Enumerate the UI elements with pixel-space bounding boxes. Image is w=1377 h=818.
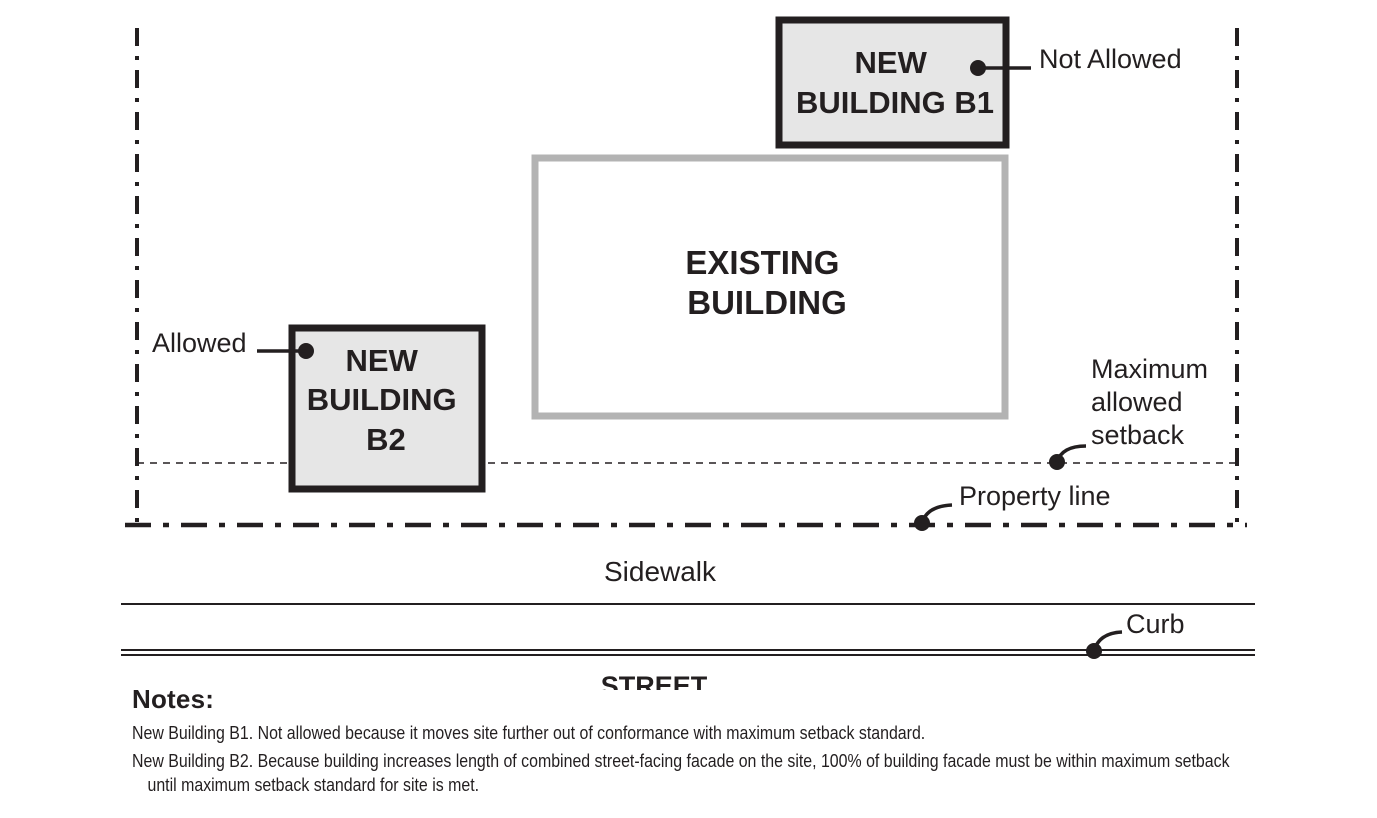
new-building-b1 (775, 16, 1010, 149)
not-allowed-label: Not Allowed (1039, 44, 1182, 74)
new-building-b2 (288, 324, 486, 493)
property-line-callout: Property line (914, 481, 1111, 531)
b2-label: NEW BUILDING B2 (307, 343, 465, 457)
street-label: STREET (601, 671, 708, 690)
max-setback-leader (1055, 444, 1087, 463)
notes-title: Notes: (132, 684, 215, 714)
max-setback-label: Maximum allowed setback (1091, 354, 1216, 450)
note-b1: New Building B1. Not allowed because it … (132, 722, 926, 743)
property-line-label: Property line (959, 481, 1111, 511)
allowed-label: Allowed (152, 328, 247, 358)
curb-callout: Curb (1086, 609, 1185, 659)
max-setback-line-1: Maximum (1091, 354, 1208, 384)
site-plan-diagram: EXISTING BUILDING NEW BUILDING B1 NEW BU… (121, 16, 1255, 690)
note-b2: New Building B2. Because building increa… (132, 750, 1230, 795)
curb-label: Curb (1126, 609, 1185, 639)
b2-label-line-3: B2 (366, 422, 406, 457)
existing-building (531, 154, 1009, 420)
max-setback-line-2: allowed (1091, 387, 1183, 417)
b2-label-line-1: NEW (346, 343, 419, 378)
b1-label-line-2: BUILDING B1 (796, 85, 994, 120)
b1-label: NEW BUILDING B1 (796, 45, 994, 120)
b1-label-line-1: NEW (855, 45, 928, 80)
allowed-callout: Allowed (152, 328, 314, 359)
b2-label-line-2: BUILDING (307, 382, 457, 417)
not-allowed-callout: Not Allowed (970, 44, 1182, 76)
notes-section: Notes: New Building B1. Not allowed beca… (132, 684, 1332, 801)
existing-label-line-1: EXISTING (685, 244, 839, 281)
property-line-leader (920, 503, 953, 524)
sidewalk-label: Sidewalk (604, 556, 717, 587)
existing-building-label: EXISTING BUILDING (685, 244, 848, 321)
max-setback-line-3: setback (1091, 420, 1185, 450)
max-setback-callout: Maximum allowed setback (1049, 354, 1216, 470)
curb-leader (1092, 630, 1123, 652)
existing-label-line-2: BUILDING (687, 284, 847, 321)
